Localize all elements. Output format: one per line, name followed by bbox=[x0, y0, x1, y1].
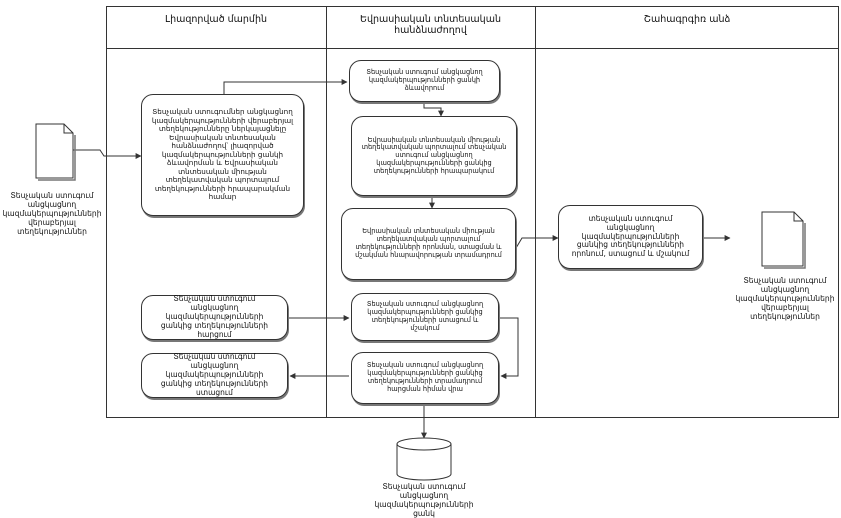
step-ec-publish: Եվրասիական տնտեսական միության տեղեկատվակ… bbox=[351, 116, 517, 196]
database-label: Տեսչական ստուգում անցկացնող կազմակերպութ… bbox=[374, 482, 474, 518]
database-icon bbox=[396, 437, 452, 481]
input-document-icon bbox=[35, 123, 76, 181]
step-authority-submit: Տեսչական ստուգումներ անցկացնող կազմակերպ… bbox=[141, 94, 304, 216]
step-authority-receive: Տեսչական ստուգում անցկացնող կազմակերպութ… bbox=[141, 352, 288, 398]
arrow-authority-to-ec-form bbox=[223, 79, 348, 94]
step-authority-request: Տեսչական ստուգում անցկացնող կազմակերպութ… bbox=[141, 294, 288, 340]
input-document-label: Տեսչական ստուգում անցկացնող կազմակերպութ… bbox=[2, 191, 102, 237]
step-party-receive: տեսչական ստուգում անցկացնող կազմակերպութ… bbox=[558, 205, 703, 269]
lane-title-interested-party: Շահագրգիռ անձ bbox=[643, 14, 731, 25]
arrow-doc-to-authority bbox=[73, 149, 142, 159]
arrow-provide-to-party bbox=[515, 235, 559, 249]
output-document-icon bbox=[761, 211, 806, 269]
lane-divider-2 bbox=[535, 6, 536, 418]
output-document-label: Տեսչական ստուգում անցկացնող կազմակերպութ… bbox=[735, 276, 835, 322]
arrow-form-to-publish bbox=[423, 102, 444, 117]
step-ec-send-response: Տեսչական ստուգում անցկացնող կազմակերպութ… bbox=[351, 352, 499, 404]
step-ec-provide: Եվրասիական տնտեսական միության տեղեկատվակ… bbox=[341, 208, 516, 280]
lane-title-commission: Եվրասիական տնտեսական հանձնաժողով bbox=[360, 14, 501, 36]
lane-header-separator bbox=[106, 48, 839, 49]
lane-divider-1 bbox=[326, 6, 327, 418]
step-ec-process-request: Տեսչական ստուգում անցկացնող կազմակերպութ… bbox=[351, 293, 499, 341]
arrow-process-to-respond bbox=[499, 317, 519, 379]
step-ec-form-list: Տեսչական ստուգում անցկացնող կազմակերպութ… bbox=[349, 60, 500, 102]
lane-title-authority: Լիազորված մարմին bbox=[165, 14, 267, 25]
swimlane-frame bbox=[106, 6, 839, 418]
